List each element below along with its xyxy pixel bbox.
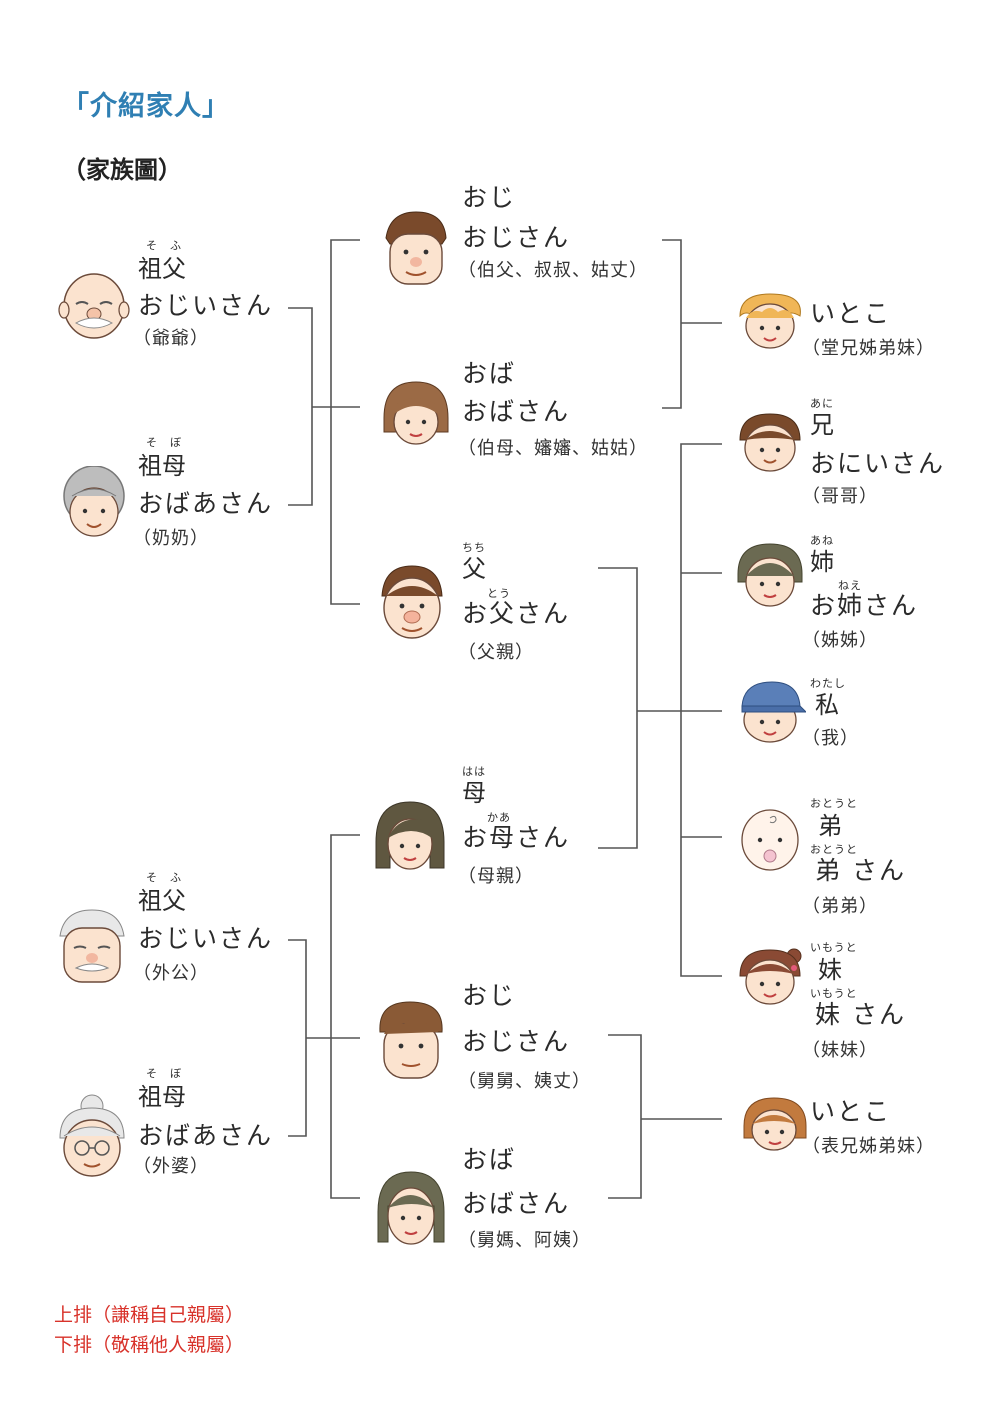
paternal-aunt-plain: おば bbox=[462, 359, 517, 388]
maternal-cousin-kana: いとこ bbox=[810, 1097, 892, 1126]
elder-brother-face-icon bbox=[739, 413, 801, 472]
paternal-grandfather-kana: おじいさん bbox=[138, 291, 274, 320]
paternal-cousin-chinese: （堂兄姊弟妹） bbox=[802, 338, 935, 359]
younger-brother-ruby-2: おとうと bbox=[810, 843, 858, 856]
mother-ruby: はは bbox=[462, 765, 486, 778]
page-title: 「介紹家人」 bbox=[62, 91, 230, 122]
elder-brother-ruby: あに bbox=[810, 397, 834, 410]
maternal-aunt-polite: おばさん bbox=[462, 1189, 571, 1218]
connector-maternal-uncle-aunt bbox=[608, 1034, 642, 1199]
maternal-grandmother-kanji: 祖母 bbox=[138, 1083, 186, 1111]
younger-brother-kanji: 弟 bbox=[818, 812, 842, 840]
grandmother-face-icon bbox=[63, 466, 125, 537]
me-kanji: 私 bbox=[815, 691, 839, 719]
younger-brother-face-icon bbox=[741, 809, 799, 871]
maternal-uncle-face-icon bbox=[379, 1001, 443, 1079]
paternal-grandfather-ruby: そ ふ bbox=[146, 239, 182, 252]
maternal-uncle-polite: おじさん bbox=[462, 1027, 571, 1056]
paternal-grandmother-kanji: 祖母 bbox=[138, 452, 186, 480]
maternal-aunt-chinese: （舅媽、阿姨） bbox=[458, 1230, 591, 1251]
paternal-grandfather-chinese: （爺爺） bbox=[133, 328, 209, 349]
elder-sister-chinese: （姊姊） bbox=[802, 630, 878, 651]
paternal-grandmother-ruby: そ ぼ bbox=[146, 436, 182, 449]
maternal-grandmother-ruby: そ ぼ bbox=[146, 1067, 182, 1080]
elder-sister-face-icon bbox=[737, 543, 803, 607]
paternal-aunt-polite: おばさん bbox=[462, 397, 571, 426]
mother-chinese: （母親） bbox=[458, 866, 534, 887]
paternal-uncle-polite: おじさん bbox=[462, 223, 571, 252]
legend-lower-row: 下排（敬稱他人親屬） bbox=[54, 1334, 245, 1356]
connector-paternal-grandparents bbox=[288, 307, 313, 506]
connector-maternal-siblings bbox=[330, 834, 360, 1199]
maternal-grandfather-face-icon bbox=[59, 909, 125, 983]
younger-sister-ruby: いもうと bbox=[810, 941, 858, 954]
aunt-face-icon bbox=[383, 381, 449, 445]
younger-sister-polite: 妹 さん bbox=[815, 1000, 906, 1029]
paternal-aunt-chinese: （伯母、嬸嬸、姑姑） bbox=[458, 438, 648, 459]
younger-brother-polite: 弟 さん bbox=[815, 856, 906, 885]
maternal-grandfather-chinese: （外公） bbox=[133, 963, 209, 984]
father-kanji: 父 bbox=[462, 555, 486, 583]
paternal-cousin-kana: いとこ bbox=[810, 299, 892, 328]
maternal-grandfather-kana: おじいさん bbox=[138, 924, 274, 953]
maternal-grandmother-kana: おばあさん bbox=[138, 1121, 274, 1150]
paternal-uncle-plain: おじ bbox=[462, 183, 517, 212]
paternal-grandmother-chinese: （奶奶） bbox=[133, 528, 209, 549]
me-ruby: わたし bbox=[810, 677, 846, 690]
page-subtitle: （家族圖） bbox=[62, 156, 182, 184]
father-face-icon bbox=[381, 565, 443, 639]
connector-maternal-grandparents bbox=[288, 939, 307, 1137]
maternal-uncle-plain: おじ bbox=[462, 981, 517, 1010]
me-face-icon bbox=[741, 681, 806, 743]
maternal-grandfather-kanji: 祖父 bbox=[138, 887, 186, 915]
legend-upper-row: 上排（謙稱自己親屬） bbox=[54, 1304, 245, 1326]
maternal-aunt-plain: おば bbox=[462, 1145, 517, 1174]
younger-sister-chinese: （妹妹） bbox=[802, 1040, 878, 1061]
mother-ruby-2: かあ bbox=[487, 811, 511, 824]
elder-sister-ruby-2: ねえ bbox=[838, 579, 862, 592]
elder-sister-kanji: 姉 bbox=[810, 548, 834, 576]
elder-sister-ruby: あね bbox=[810, 534, 834, 547]
mother-kanji: 母 bbox=[462, 779, 486, 807]
paternal-uncle-chinese: （伯父、叔叔、姑丈） bbox=[458, 260, 648, 281]
me-chinese: （我） bbox=[802, 728, 859, 749]
connector-paternal-uncle-aunt bbox=[662, 239, 682, 409]
mother-face-icon bbox=[375, 801, 445, 870]
maternal-aunt-face-icon bbox=[377, 1171, 445, 1245]
paternal-grandfather-kanji: 祖父 bbox=[138, 255, 186, 283]
elder-brother-polite: おにいさん bbox=[810, 449, 946, 478]
father-ruby: ちち bbox=[462, 541, 486, 554]
younger-brother-chinese: （弟弟） bbox=[802, 896, 878, 917]
connector-parents bbox=[598, 567, 638, 849]
younger-brother-ruby: おとうと bbox=[810, 797, 858, 810]
younger-sister-kanji: 妹 bbox=[818, 956, 842, 984]
father-chinese: （父親） bbox=[458, 642, 534, 663]
maternal-grandmother-chinese: （外婆） bbox=[133, 1156, 209, 1177]
maternal-cousin-face-icon bbox=[743, 1097, 807, 1151]
elder-sister-polite: お姉さん bbox=[810, 591, 919, 620]
maternal-uncle-chinese: （舅舅、姨丈） bbox=[458, 1071, 591, 1092]
maternal-grandfather-ruby: そ ふ bbox=[146, 871, 182, 884]
uncle-face-icon bbox=[385, 211, 447, 285]
maternal-grandmother-face-icon bbox=[59, 1094, 125, 1177]
maternal-cousin-chinese: （表兄姊弟妹） bbox=[802, 1136, 935, 1157]
younger-sister-ruby-2: いもうと bbox=[810, 987, 858, 1000]
elder-brother-chinese: （哥哥） bbox=[802, 486, 878, 507]
father-ruby-2: とう bbox=[487, 587, 511, 600]
cousin-face-icon bbox=[739, 293, 801, 349]
mother-polite: お母さん bbox=[462, 823, 571, 852]
paternal-grandmother-kana: おばあさん bbox=[138, 489, 274, 518]
connector-paternal-siblings bbox=[330, 239, 360, 605]
younger-sister-face-icon bbox=[739, 948, 802, 1005]
grandfather-face-icon bbox=[58, 273, 130, 339]
connector-siblings bbox=[680, 443, 722, 977]
father-polite: お父さん bbox=[462, 599, 571, 628]
elder-brother-kanji: 兄 bbox=[810, 411, 834, 439]
